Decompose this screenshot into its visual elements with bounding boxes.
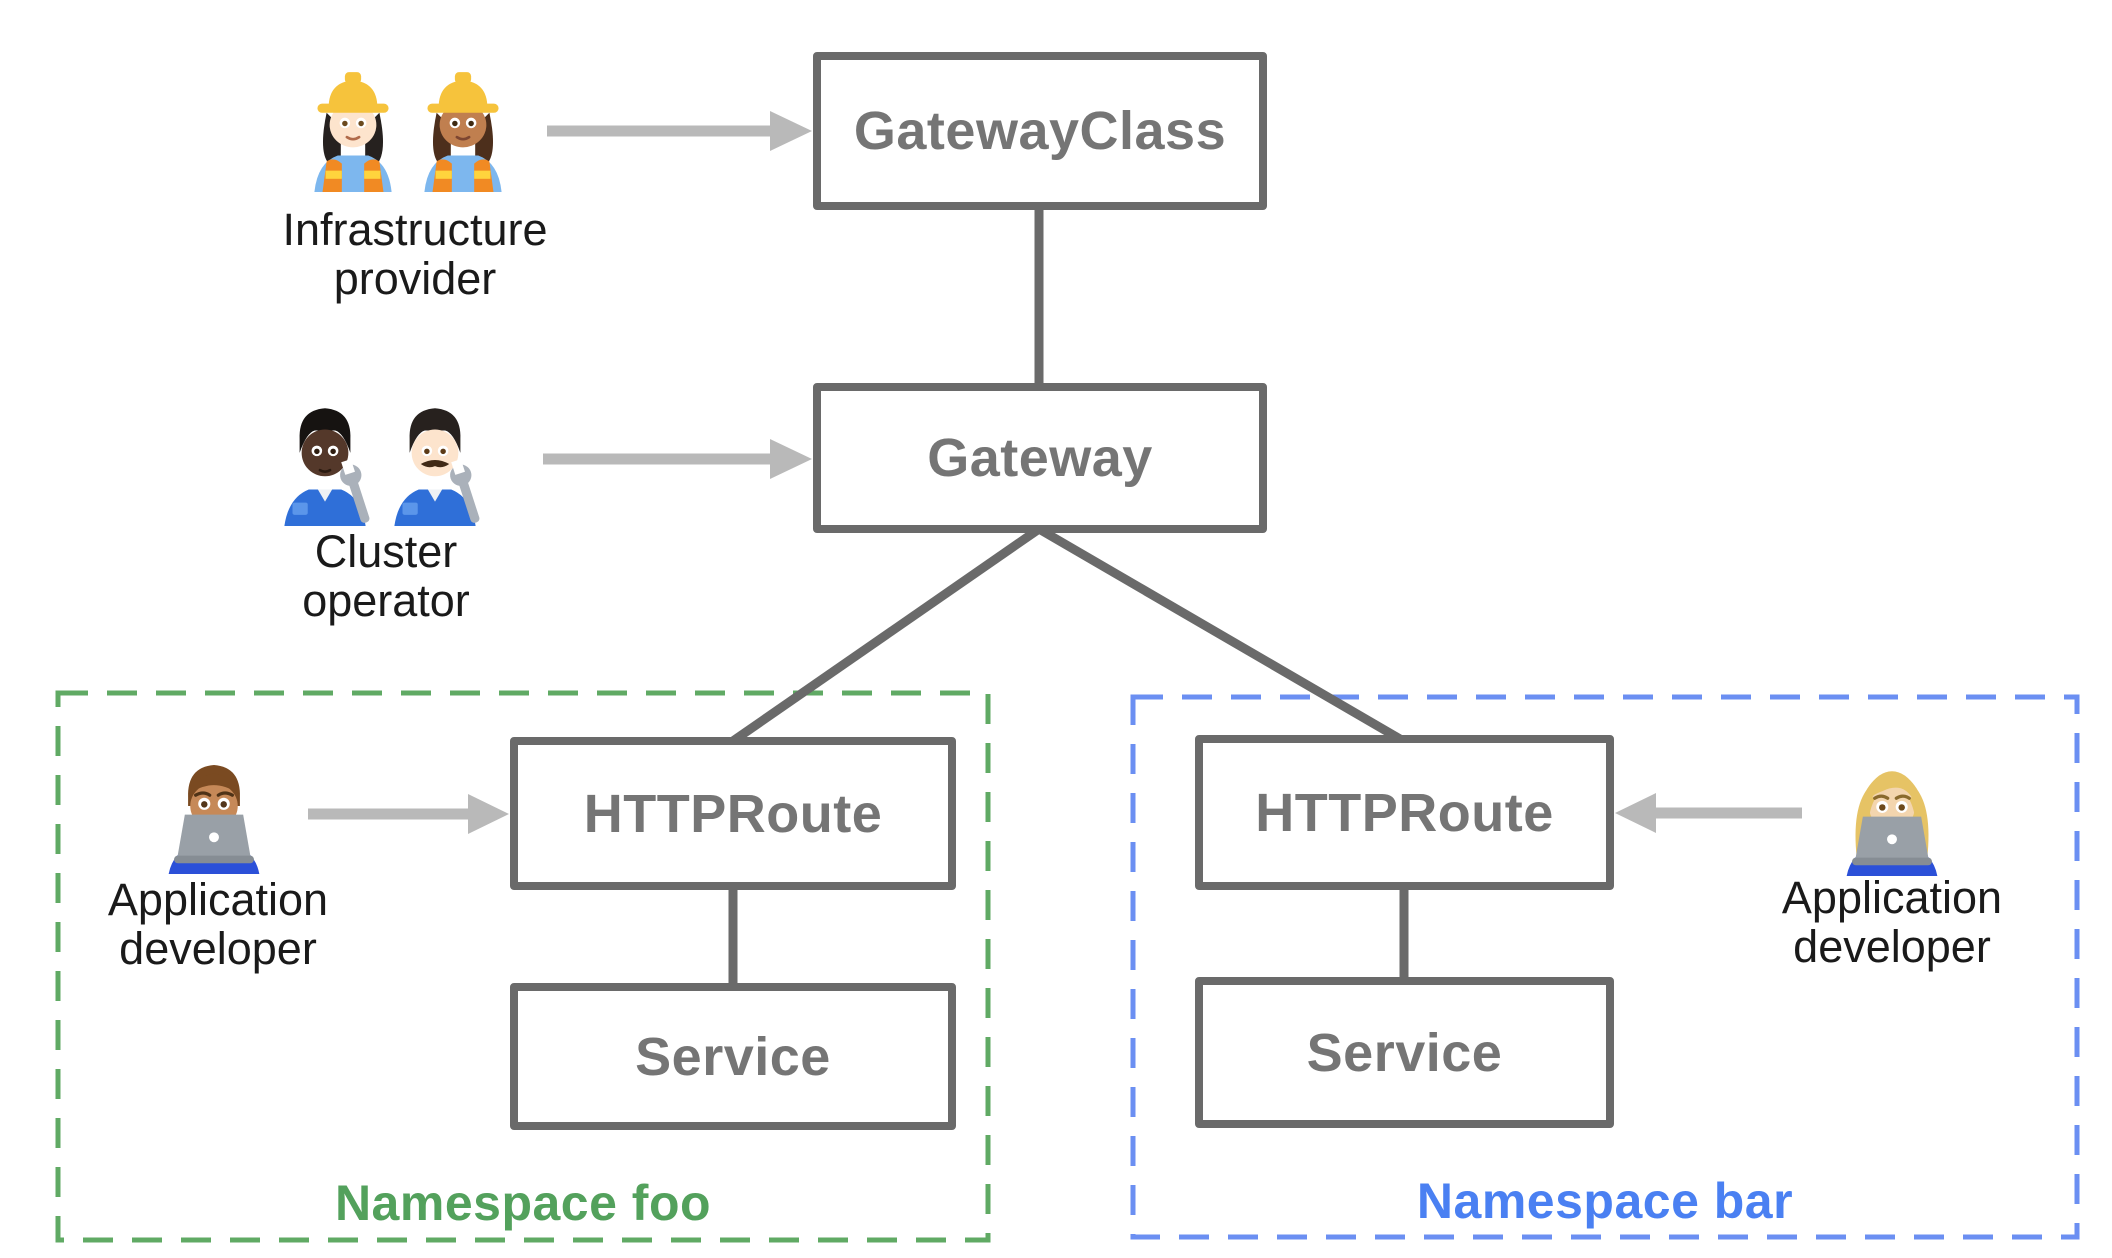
namespace-bar-label: Namespace bar — [1416, 1173, 1794, 1229]
man-technologist-medium-icon — [168, 764, 260, 874]
persona-label-line: Infrastructure — [282, 204, 548, 255]
man-mechanic-light-icon — [394, 408, 480, 526]
service-foo-node: Service — [510, 983, 956, 1130]
persona-label-line: provider — [333, 252, 497, 304]
app-developer-foo-label: Application developer — [18, 874, 418, 974]
persona-label-line: operator — [302, 574, 470, 626]
gatewayclass-node: GatewayClass — [813, 52, 1267, 210]
service-foo-label: Service — [635, 1026, 831, 1087]
namespace-bar-boundary — [1130, 694, 2080, 1240]
app-developer-bar-label: Application developer — [1692, 872, 2092, 972]
cluster-operator-label: Cluster operator — [186, 526, 586, 626]
connector-gateway-httproute-foo — [730, 525, 1042, 745]
persona-label-line: developer — [119, 922, 317, 974]
httproute-bar-node: HTTPRoute — [1195, 735, 1614, 890]
persona-label-line: developer — [1793, 920, 1991, 972]
woman-construction-worker-medium-icon — [424, 72, 502, 192]
infrastructure-provider-icons — [302, 62, 514, 192]
app-developer-bar-icon-wrap — [1838, 754, 1946, 876]
app-developer-foo-icon-wrap — [160, 752, 268, 874]
service-bar-label: Service — [1306, 1022, 1503, 1083]
persona-label-line: Application — [107, 874, 329, 925]
gateway-label: Gateway — [927, 428, 1153, 488]
arrow-app-developer-foo-head — [468, 794, 509, 834]
persona-label-line: Application — [1781, 872, 2003, 923]
persona-label-line: Cluster — [314, 526, 458, 577]
cluster-operator-icons — [274, 396, 486, 526]
httproute-foo-label: HTTPRoute — [583, 783, 883, 844]
infrastructure-provider-label: Infrastructure provider — [215, 204, 615, 304]
arrow-infrastructure-provider-head — [770, 111, 812, 151]
httproute-bar-label: HTTPRoute — [1255, 782, 1554, 843]
gatewayclass-label: GatewayClass — [853, 101, 1227, 161]
connector-gateway-httproute-bar — [1036, 525, 1403, 743]
arrow-app-developer-bar-head — [1615, 793, 1656, 833]
woman-technologist-light-icon — [1846, 771, 1938, 876]
httproute-foo-node: HTTPRoute — [510, 737, 956, 890]
woman-construction-worker-light-icon — [314, 72, 392, 192]
gateway-node: Gateway — [813, 383, 1267, 533]
service-bar-node: Service — [1195, 977, 1614, 1128]
namespace-foo-label: Namespace foo — [334, 1175, 712, 1231]
arrow-cluster-operator-head — [770, 439, 812, 479]
namespace-foo-boundary — [55, 690, 991, 1243]
mechanic-dark-icon — [284, 408, 370, 526]
